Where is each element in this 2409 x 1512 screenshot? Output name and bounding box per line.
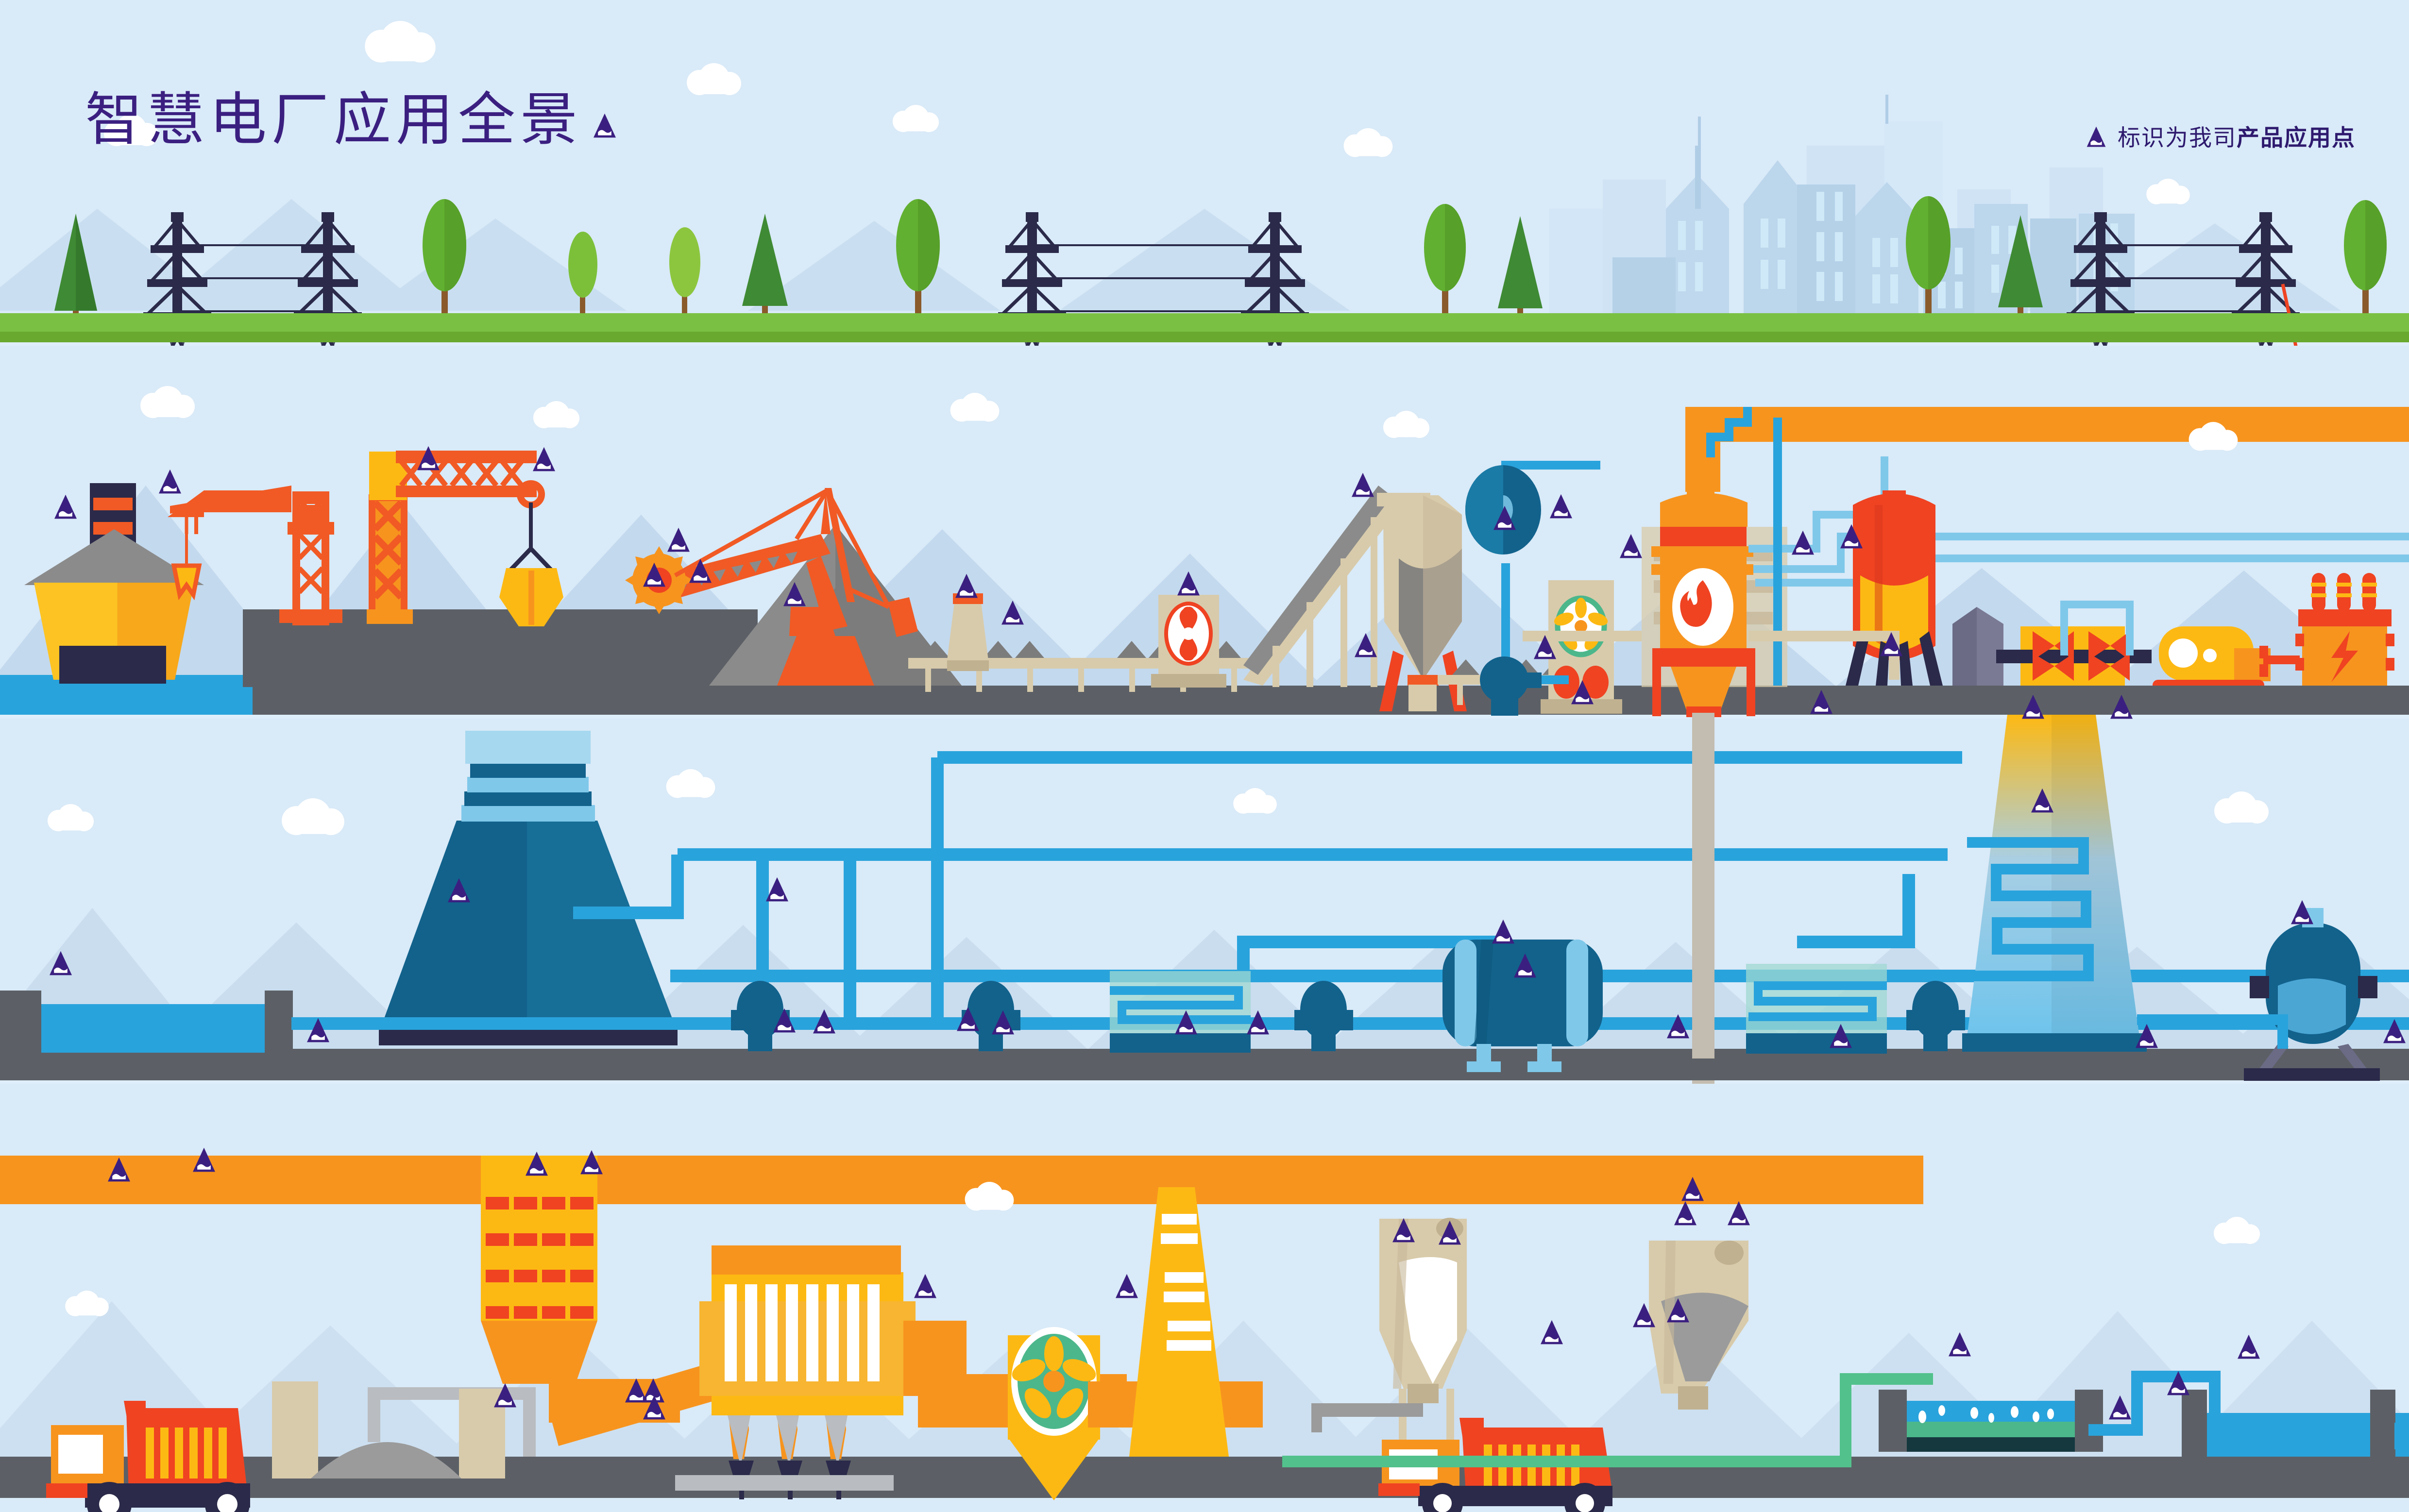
- feedwater-pump: [2137, 908, 2380, 1081]
- grass-strip-dark: [0, 332, 2409, 342]
- legend-text: 标识为我司产品应用点: [2118, 119, 2356, 152]
- gantry-crane: [367, 451, 563, 626]
- ash-truck-1: [46, 1401, 250, 1512]
- pool-transfer-pipe: [2088, 1371, 2221, 1436]
- turbine-generator-set: [1952, 573, 2394, 714]
- deaerator-tank: [1442, 940, 1603, 1072]
- water-intake-basin: [0, 991, 293, 1054]
- band-flue-ash: [0, 1084, 2409, 1512]
- induced-draft-fan: [1008, 1327, 1100, 1500]
- waste-water-pool: [1879, 1390, 2103, 1452]
- tree-row: [54, 196, 2387, 325]
- heat-exchanger-1: [1110, 971, 1251, 1053]
- band-transmission: [0, 0, 2409, 583]
- bucket-wheel-reclaimer: [625, 488, 918, 686]
- grass-strip-light: [0, 313, 2409, 332]
- heat-exchanger-2: [1746, 964, 1887, 1054]
- ash-hopper-1: [272, 1381, 318, 1478]
- clarified-water-pool: [2182, 1390, 2409, 1457]
- ash-silo-1: [1311, 1218, 1467, 1486]
- legend-text-bold: 产品应用点: [2237, 125, 2356, 151]
- band-coal-handling: [0, 346, 2409, 1251]
- legend: 标识为我司产品应用点: [2084, 119, 2356, 152]
- flame-icon: [1680, 580, 1712, 627]
- tan-pipes: [1523, 631, 1900, 680]
- page-title: 智慧电厂应用全景: [85, 88, 583, 152]
- boiler-pump: [1480, 656, 1542, 716]
- bag-filter: [675, 1245, 967, 1499]
- legend-text-plain: 标识为我司: [2118, 125, 2237, 151]
- ash-pile: [311, 1442, 461, 1478]
- flue-duct-top: [1685, 407, 2409, 492]
- flue-duct: [0, 1156, 1923, 1204]
- cooling-tower: [379, 731, 678, 1045]
- band-water-steam: [0, 715, 2409, 1081]
- steam-drum: [1846, 490, 1943, 686]
- treated-water-pipe: [1282, 1373, 1933, 1467]
- belt-conveyor: [908, 593, 1268, 692]
- stack: [1129, 1187, 1229, 1457]
- tower-crane: [168, 486, 342, 625]
- ground-band3: [0, 1049, 2409, 1080]
- ash-conveying-pipes: [368, 1387, 536, 1457]
- chimney-stack: [1962, 715, 2147, 1052]
- lightning-bolt-icon: [2331, 631, 2358, 682]
- ash-truck-2: [1378, 1418, 1612, 1512]
- marker-triangle-icon: [2087, 126, 2106, 147]
- coal-ship: [24, 483, 204, 684]
